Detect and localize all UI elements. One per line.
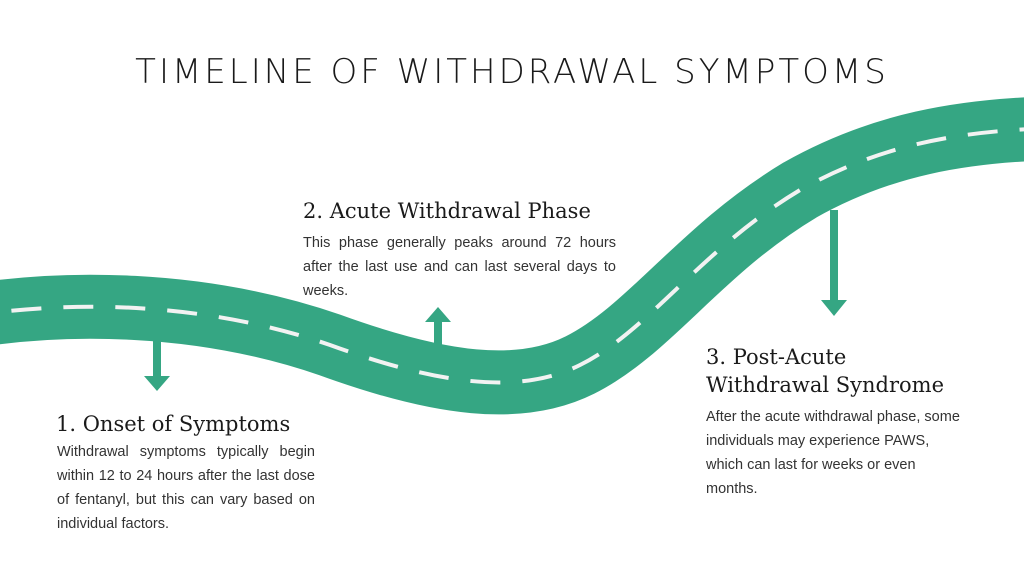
phase-2-description: This phase generally peaks around 72 hou… xyxy=(303,235,616,299)
phase-2-heading: 2. Acute Withdrawal Phase xyxy=(303,199,591,223)
phase-3-description: After the acute withdrawal phase, some i… xyxy=(706,409,960,497)
phase-1-description: Withdrawal symptoms typically begin with… xyxy=(57,444,315,532)
arrow-down-icon xyxy=(144,338,170,391)
phase-3-heading: 3. Post-Acute Withdrawal Syndrome xyxy=(706,343,944,399)
phase-3-heading-line-1: 3. Post-Acute xyxy=(706,345,847,369)
phase-3-heading-line-2: Withdrawal Syndrome xyxy=(706,373,945,397)
phase-1-heading: 1. Onset of Symptoms xyxy=(56,412,291,436)
page-title: TIMELINE OF WITHDRAWAL SYMPTOMS xyxy=(135,52,889,92)
road-lane-markings xyxy=(0,127,1024,385)
arrow-down-icon xyxy=(821,210,847,316)
arrow-up-icon xyxy=(425,307,451,362)
